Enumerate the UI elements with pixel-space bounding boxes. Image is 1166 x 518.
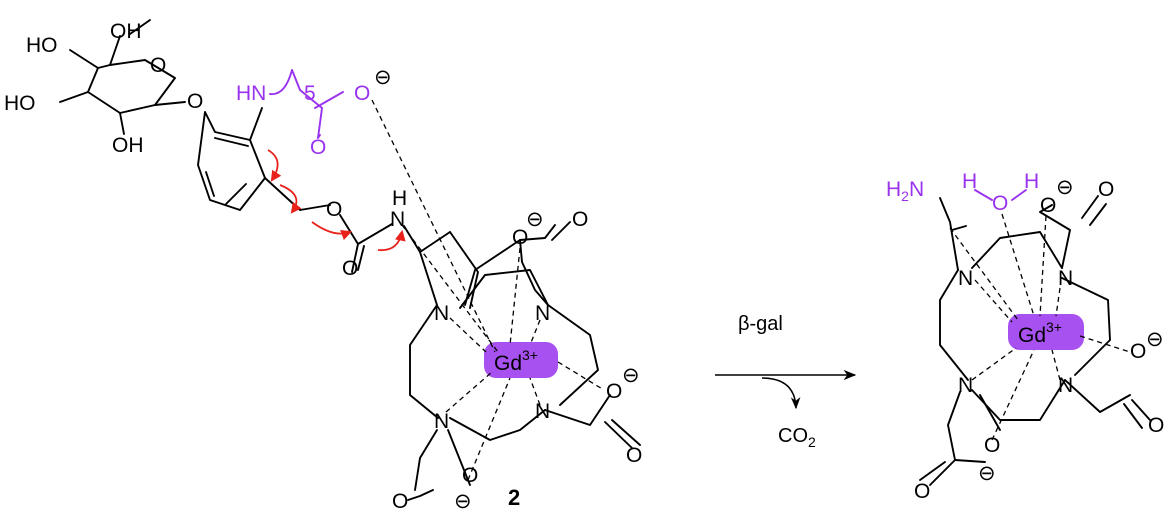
product-o3c: O	[914, 480, 930, 503]
benzene-ring	[197, 107, 331, 211]
left-o2-charge: ⊖	[622, 364, 640, 387]
linker-anion-charge: ⊖	[374, 66, 392, 89]
left-n1: N	[434, 302, 449, 325]
linker-anion-o: O	[354, 82, 370, 105]
sugar-link-o: O	[187, 90, 203, 113]
left-o3c: O	[392, 490, 408, 513]
sugar-ho-1: HO	[26, 34, 58, 57]
electron-arrow-2	[279, 184, 302, 214]
linker-chain	[269, 69, 344, 139]
left-n2: N	[535, 302, 550, 325]
water-bonds	[974, 189, 1027, 201]
linker-nh-h: H	[392, 187, 407, 210]
linker-hn: HN	[236, 82, 266, 105]
linker-ethyl	[403, 225, 451, 253]
left-o1: O	[512, 226, 528, 249]
water-h2: H	[1024, 170, 1039, 193]
galactose-unit	[59, 19, 186, 135]
left-gd-highlight	[484, 342, 558, 378]
sugar-oh-top: OH	[110, 20, 142, 43]
product-o1c: O	[1098, 178, 1114, 201]
product-o3-charge: ⊖	[978, 462, 996, 485]
linker-repeat: 5	[304, 82, 316, 105]
left-gd-symbol: Gd	[494, 352, 522, 375]
product-o3: O	[984, 434, 1000, 457]
left-coordination-dashes	[371, 99, 605, 481]
electron-arrow-3	[311, 221, 353, 241]
product-n3: N	[958, 374, 973, 397]
reagent-label: β-gal	[738, 313, 783, 335]
left-o2c: O	[626, 444, 642, 467]
linker-carbonyl-o: O	[310, 136, 326, 159]
water-h1: H	[962, 170, 977, 193]
left-o3-charge: ⊖	[454, 490, 472, 513]
sugar-ring-o: O	[150, 54, 166, 77]
left-gd-charge: 3+	[522, 347, 538, 363]
byproduct-arrow	[761, 377, 801, 410]
product-coordination-dashes	[949, 213, 1131, 441]
product-h2n: H2N	[886, 178, 924, 204]
sugar-oh-bottom: OH	[112, 134, 144, 157]
product-o1-charge: ⊖	[1056, 176, 1074, 199]
product-o2-charge: ⊖	[1146, 328, 1164, 351]
product-o2c: O	[1148, 414, 1164, 437]
product-n2: N	[1058, 267, 1073, 290]
macrocycle-left-bonds	[407, 221, 641, 501]
linker-nh-n: N	[390, 208, 405, 231]
product-n1: N	[958, 267, 973, 290]
carbamate-bonds	[339, 214, 393, 273]
linker-benzyl-o: O	[326, 198, 342, 221]
linker-carbamate-o: O	[342, 257, 358, 280]
product-bonds	[919, 195, 1151, 486]
left-o1-charge: ⊖	[526, 208, 544, 231]
product-gd-charge: 3+	[1046, 319, 1062, 335]
left-o2: O	[606, 380, 622, 403]
electron-arrow-4	[377, 229, 406, 252]
left-o1c: O	[572, 208, 588, 231]
product-o1: O	[1040, 194, 1056, 217]
left-n4: N	[535, 400, 550, 423]
product-gd-highlight	[1008, 314, 1084, 350]
byproduct-label: CO2	[778, 425, 816, 450]
left-n3: N	[434, 410, 449, 433]
product-n4: N	[1058, 374, 1073, 397]
water-o: O	[992, 192, 1008, 215]
sugar-ho-2: HO	[4, 92, 36, 115]
product-gd-symbol: Gd	[1018, 324, 1046, 347]
electron-arrow-1	[267, 149, 282, 182]
product-o2: O	[1130, 340, 1146, 363]
compound-label: 2	[508, 485, 520, 510]
